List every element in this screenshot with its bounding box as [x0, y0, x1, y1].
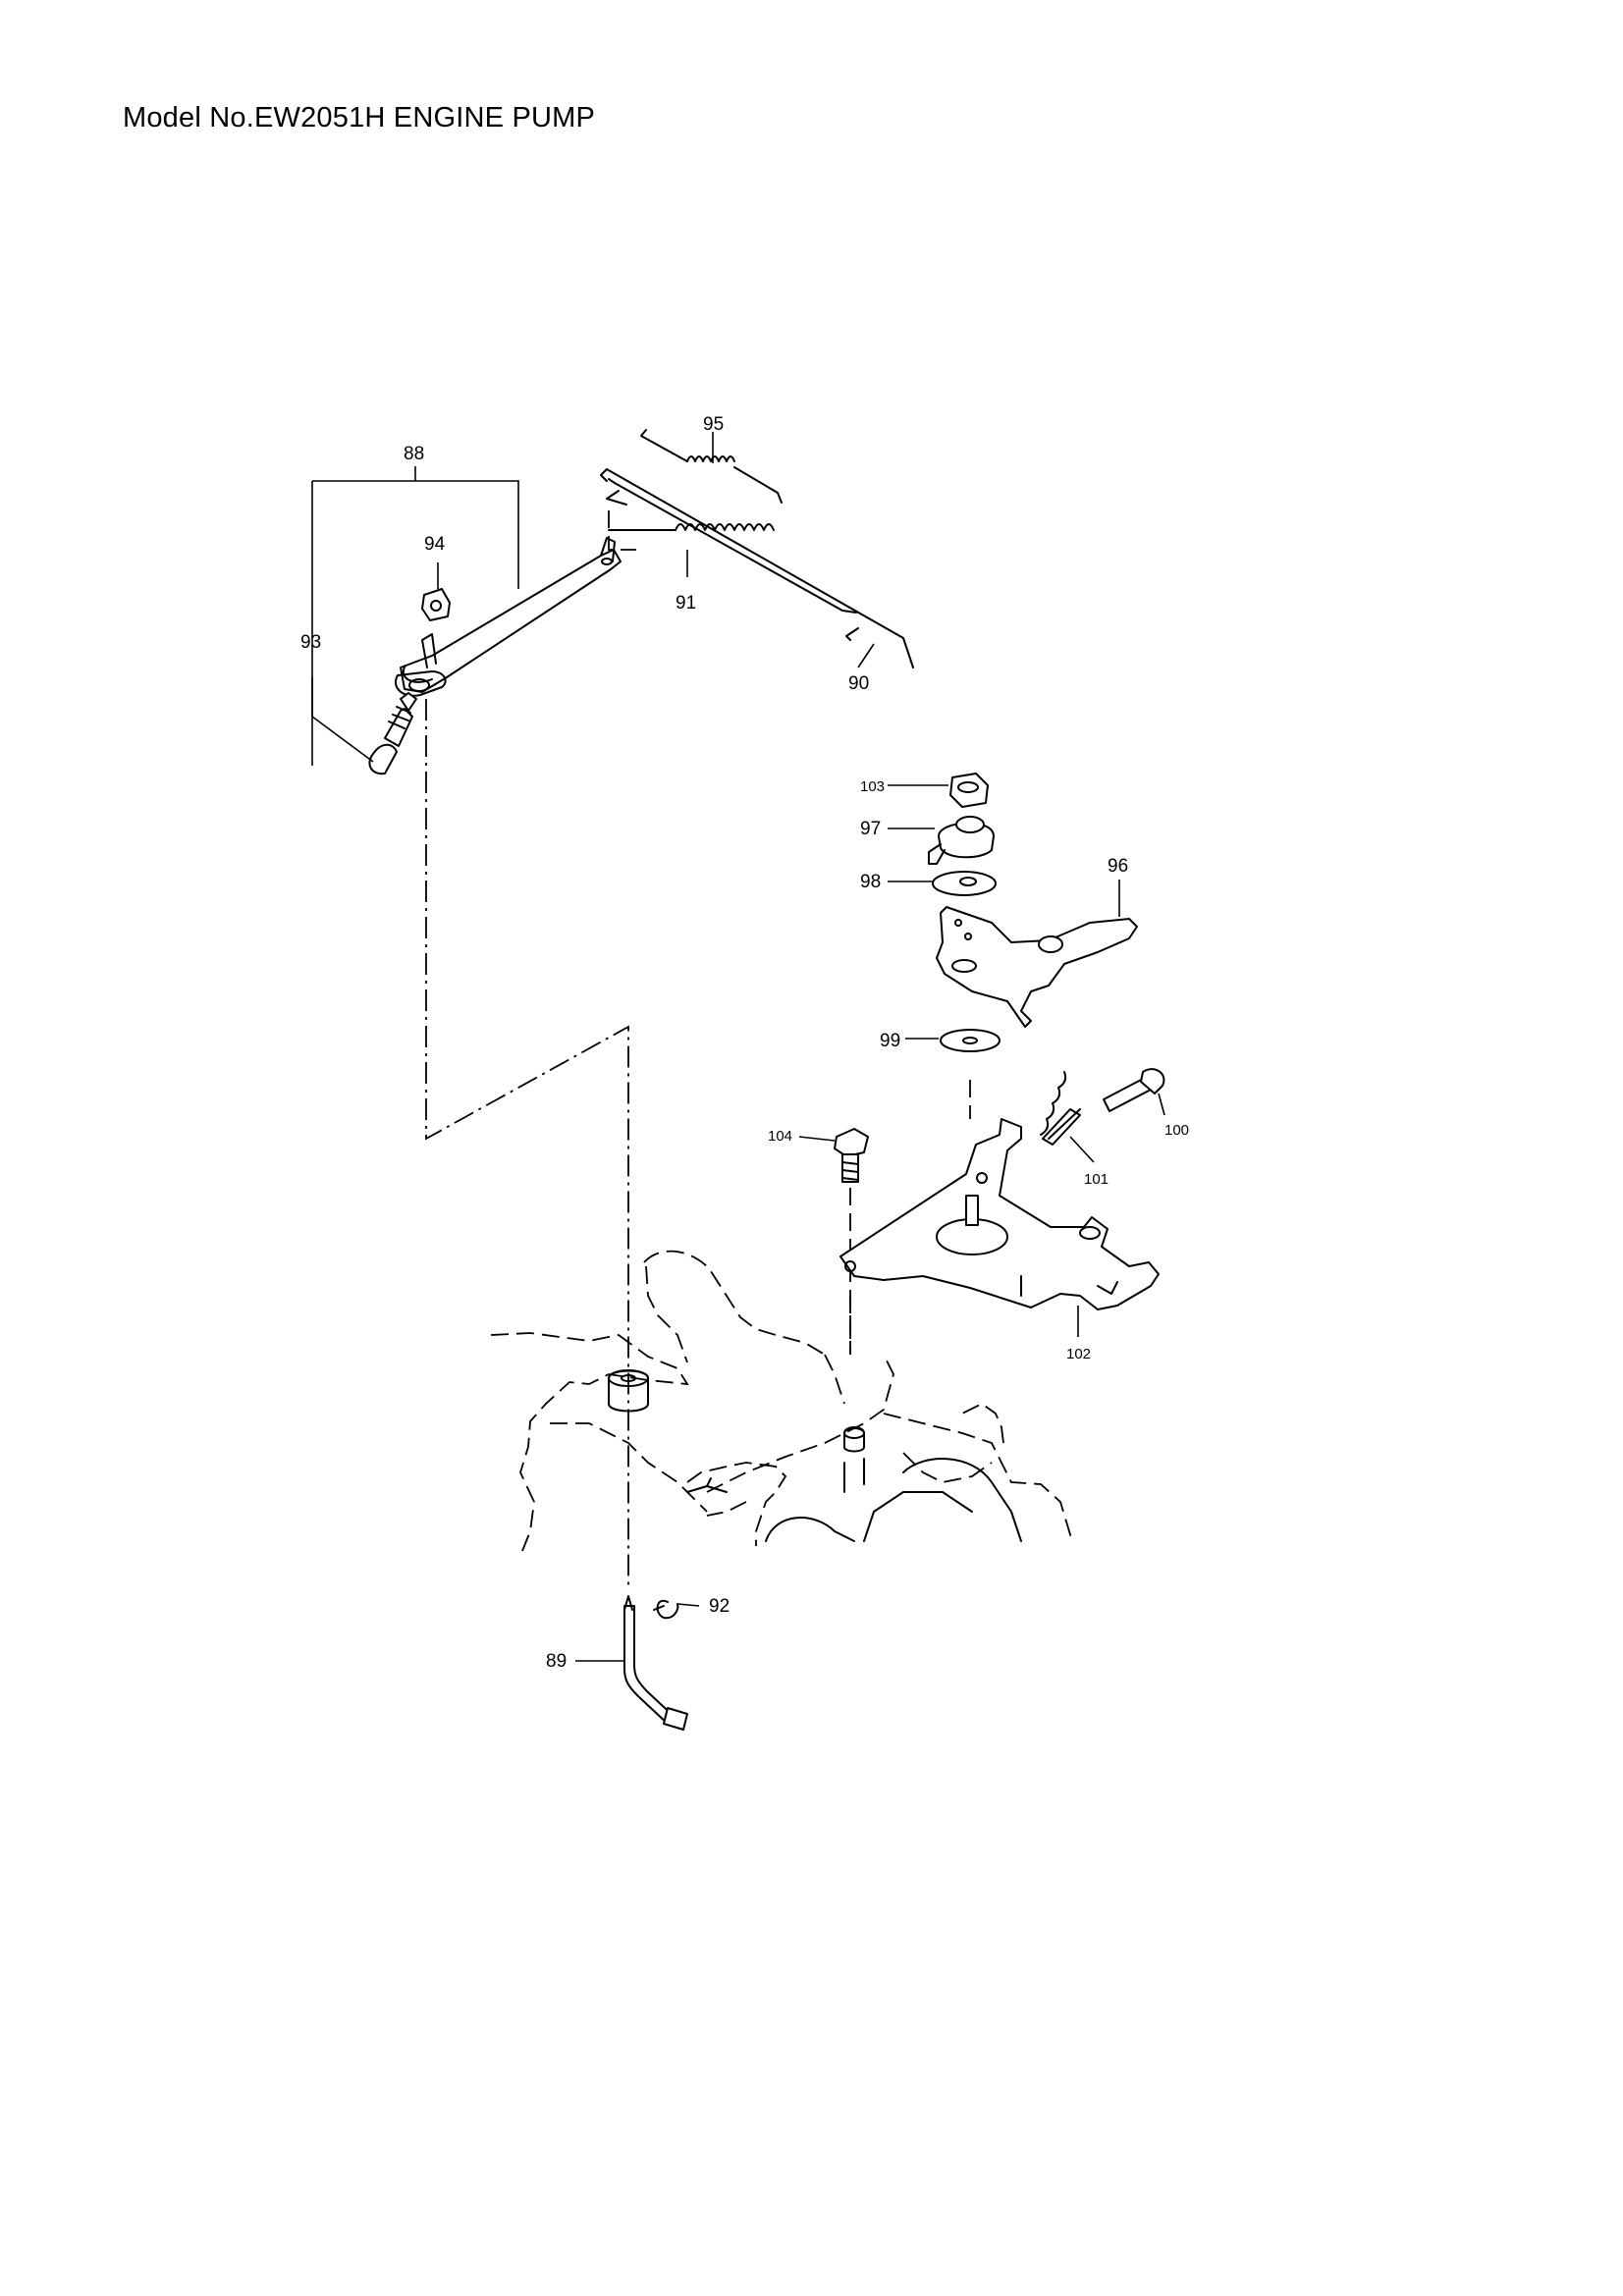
- callout-88-bracket: [311, 466, 519, 766]
- lever-knob-93: [368, 692, 417, 775]
- leader-lines: [311, 432, 1165, 1662]
- callout-labels: 88 94 93 95 91 90 103 97 98 96 99 100 10…: [300, 414, 1189, 1672]
- callout-98: 98: [860, 872, 881, 892]
- spring-101: [1040, 1071, 1081, 1146]
- assembly-centerline: [425, 699, 629, 1590]
- callout-89: 89: [546, 1651, 567, 1672]
- control-lever-96: [936, 906, 1138, 1028]
- callout-91: 91: [676, 593, 696, 614]
- callout-100: 100: [1164, 1122, 1189, 1139]
- clip-92: [653, 1599, 679, 1620]
- callout-88: 88: [404, 444, 424, 464]
- choke-rod-89: [623, 1595, 688, 1731]
- bolt-100: [1103, 1068, 1165, 1112]
- spring-91: [608, 523, 775, 531]
- callout-102: 102: [1066, 1346, 1091, 1362]
- bolt-104: [834, 1128, 869, 1183]
- base-plate-102: [839, 1118, 1160, 1310]
- callout-97: 97: [860, 819, 881, 839]
- callout-94: 94: [424, 534, 446, 555]
- callout-101: 101: [1084, 1171, 1109, 1188]
- rod-link-dash: [608, 510, 636, 551]
- lever-nut-94: [421, 588, 451, 621]
- callout-93: 93: [300, 632, 321, 653]
- throttle-lever: [395, 537, 622, 697]
- callout-104: 104: [768, 1128, 792, 1145]
- throttle-rod-90: [600, 468, 914, 668]
- engine-outline: [490, 1250, 1073, 1552]
- callout-90: 90: [848, 673, 869, 694]
- callout-96: 96: [1108, 856, 1128, 877]
- callout-92: 92: [709, 1596, 730, 1617]
- callout-99: 99: [880, 1031, 900, 1051]
- callout-103: 103: [860, 778, 885, 795]
- washer-98: [932, 871, 997, 896]
- callout-95: 95: [703, 414, 724, 435]
- washer-99: [940, 1029, 1001, 1052]
- nut-103: [949, 773, 989, 808]
- page-title: Model No.EW2051H ENGINE PUMP: [123, 102, 596, 133]
- spring-95: [640, 429, 783, 504]
- friction-plate-97: [928, 816, 995, 865]
